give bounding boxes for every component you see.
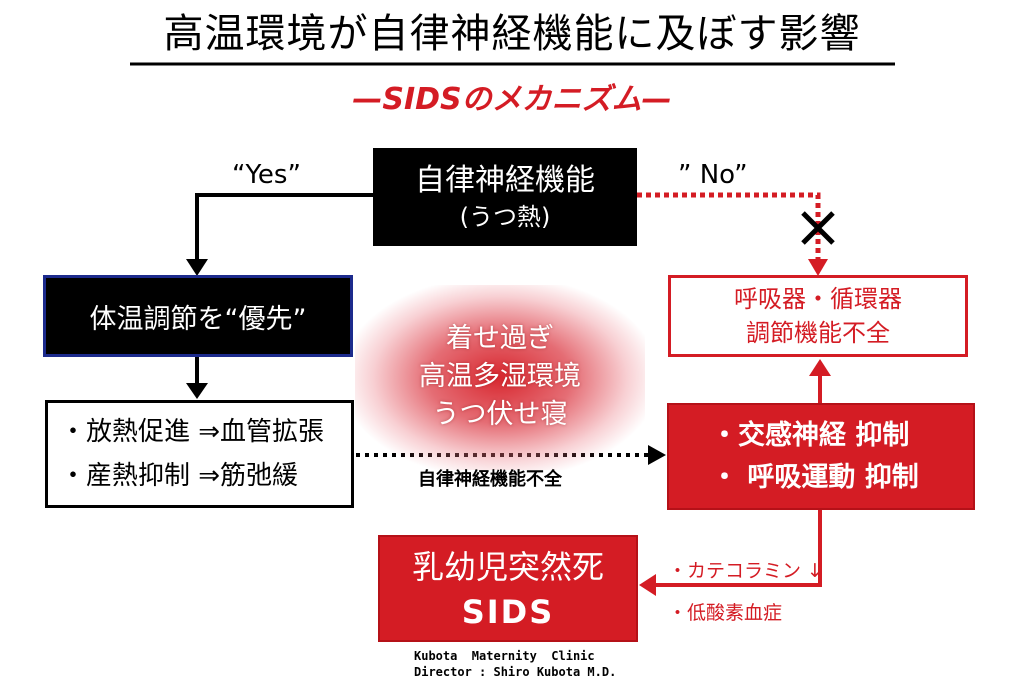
suppression-item: ・ 呼吸運動 抑制 — [711, 461, 919, 493]
node-thermoregulation-label: 体温調節を“優先” — [89, 303, 307, 335]
edge-priority-response-arrowhead — [186, 383, 208, 399]
node-failure-line1: 呼吸器・循環器 — [734, 285, 902, 313]
page-title: 高温環境が自律神経機能に及ぼす影響 — [163, 11, 861, 57]
node-risk-factors: 着せ過ぎ 高温多湿環境 うつ伏せ寝 — [360, 312, 640, 442]
node-sids-japanese: 乳幼児突然死 — [411, 547, 604, 586]
edge-catecholamine-label: ・カテコラミン ↓ — [668, 560, 823, 582]
edge-yes-line — [195, 193, 373, 262]
risk-factor-item: 高温多湿環境 — [419, 361, 581, 392]
blocked-x-icon — [801, 211, 835, 245]
edge-dysfunction-arrowhead — [648, 445, 666, 465]
heat-response-item: ・放熱促進 ⇒血管拡張 — [60, 417, 325, 447]
node-sids: 乳幼児突然死 SIDS — [378, 535, 638, 642]
edge-yes-label: “Yes” — [232, 160, 301, 190]
edge-no-line — [637, 192, 821, 262]
risk-factors-glow — [355, 285, 645, 470]
node-autonomic-function: 自律神経機能 (うつ熱) — [373, 148, 637, 246]
risk-factor-item: 着せ過ぎ — [446, 323, 554, 354]
node-failure-line2: 調節機能不全 — [746, 319, 890, 347]
node-autonomic-title: 自律神経機能 — [415, 163, 595, 198]
credit-director: Director : Shiro Kubota M.D. — [414, 665, 617, 679]
suppression-item: ・交感神経 抑制 — [711, 419, 910, 451]
edge-yes-arrowhead — [186, 259, 208, 276]
node-sids-acronym: SIDS — [461, 592, 555, 631]
node-suppression: ・交感神経 抑制 ・ 呼吸運動 抑制 — [667, 403, 975, 510]
edge-suppression-failure-arrowhead — [809, 359, 831, 376]
credit-clinic: Kubota Maternity Clinic — [414, 649, 595, 663]
edge-hypoxemia-label: ・低酸素血症 — [668, 602, 783, 624]
credit: Kubota Maternity Clinic Director : Shiro… — [414, 648, 616, 680]
risk-factor-item: うつ伏せ寝 — [432, 399, 568, 430]
node-autonomic-subtitle: (うつ熱) — [459, 203, 551, 231]
node-thermoregulation-priority: 体温調節を“優先” — [43, 275, 353, 357]
edge-no-arrowhead — [808, 259, 828, 276]
edge-suppression-sids-arrowhead — [639, 574, 656, 596]
edge-dysfunction-label: 自律神経機能不全 — [418, 469, 562, 490]
node-resp-circ-failure: 呼吸器・循環器 調節機能不全 — [668, 275, 968, 357]
page-subtitle: —SIDSのメカニズム— — [352, 82, 672, 117]
node-heat-response: ・放熱促進 ⇒血管拡張 ・産熱抑制 ⇒筋弛緩 — [45, 400, 354, 508]
heat-response-item: ・産熱抑制 ⇒筋弛緩 — [60, 461, 299, 491]
edge-suppression-sids-line — [655, 510, 822, 587]
edge-no-label: ” No” — [678, 160, 748, 190]
